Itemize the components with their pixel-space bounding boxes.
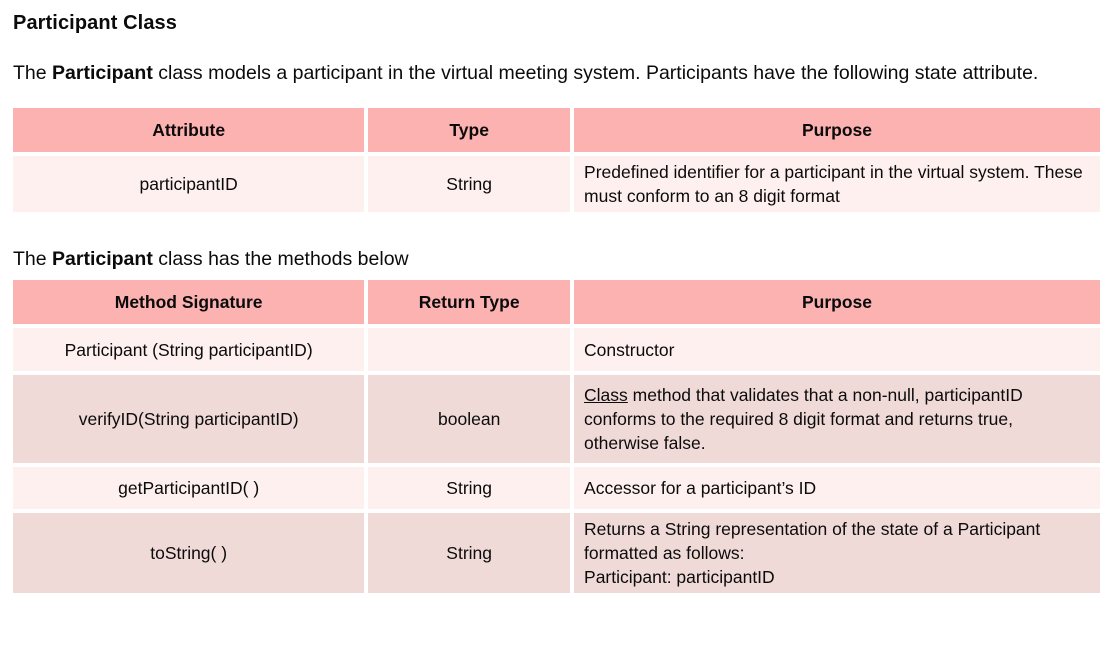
intro-text-pre: The — [13, 62, 53, 84]
attribute-header-cell: Attribute — [13, 108, 365, 152]
methods-lead-text: The Participant class has the methods be… — [13, 247, 1073, 272]
methods-lead-pre: The — [13, 248, 53, 270]
purpose-cell: Returns a String representation of the s… — [574, 513, 1100, 593]
table-row-getparticipantid: getParticipantID( ) String Accessor for … — [13, 467, 1100, 509]
method-signature-header-cell: Method Signature — [13, 280, 365, 324]
table-row-tostring: toString( ) String Returns a String repr… — [13, 513, 1100, 593]
attribute-table-header-row: Attribute Type Purpose — [13, 108, 1100, 152]
attribute-table: Attribute Type Purpose participantID Str… — [9, 104, 1104, 216]
return-type-cell — [368, 328, 571, 371]
table-row-constructor: Participant (String participantID) Const… — [13, 328, 1100, 371]
purpose-line-2: Participant: participantID — [584, 567, 775, 587]
method-signature-cell: verifyID(String participantID) — [13, 375, 365, 463]
return-type-header-cell: Return Type — [368, 280, 571, 324]
method-table: Method Signature Return Type Purpose Par… — [9, 276, 1104, 597]
method-table-header-row: Method Signature Return Type Purpose — [13, 280, 1100, 324]
purpose-rest-text: method that validates that a non-null, p… — [584, 385, 1023, 453]
return-type-cell: String — [368, 513, 571, 593]
table-row: participantID String Predefined identifi… — [13, 156, 1100, 212]
method-signature-cell: getParticipantID( ) — [13, 467, 365, 509]
intro-text-bold: Participant — [52, 62, 153, 84]
table-row-verifyid: verifyID(String participantID) boolean C… — [13, 375, 1100, 463]
return-type-cell: String — [368, 467, 571, 509]
type-header-cell: Type — [368, 108, 571, 152]
purpose-underlined-word: Class — [584, 385, 628, 405]
purpose-cell: Constructor — [574, 328, 1100, 371]
methods-lead-post: class has the methods below — [152, 248, 409, 270]
page-title: Participant Class — [13, 12, 177, 34]
purpose-cell: Class method that validates that a non-n… — [574, 375, 1100, 463]
type-cell: String — [368, 156, 571, 212]
purpose-header-cell: Purpose — [574, 108, 1100, 152]
method-purpose-header-cell: Purpose — [574, 280, 1100, 324]
intro-paragraph: The Participant class models a participa… — [13, 61, 1073, 86]
purpose-cell: Accessor for a participant’s ID — [574, 467, 1100, 509]
attribute-cell: participantID — [13, 156, 365, 212]
intro-text-post: class models a participant in the virtua… — [152, 62, 1039, 84]
purpose-line-1: Returns a String representation of the s… — [584, 519, 1041, 563]
return-type-cell: boolean — [368, 375, 571, 463]
method-signature-cell: Participant (String participantID) — [13, 328, 365, 371]
method-signature-cell: toString( ) — [13, 513, 365, 593]
methods-lead-bold: Participant — [52, 248, 153, 270]
purpose-cell: Predefined identifier for a participant … — [574, 156, 1100, 212]
